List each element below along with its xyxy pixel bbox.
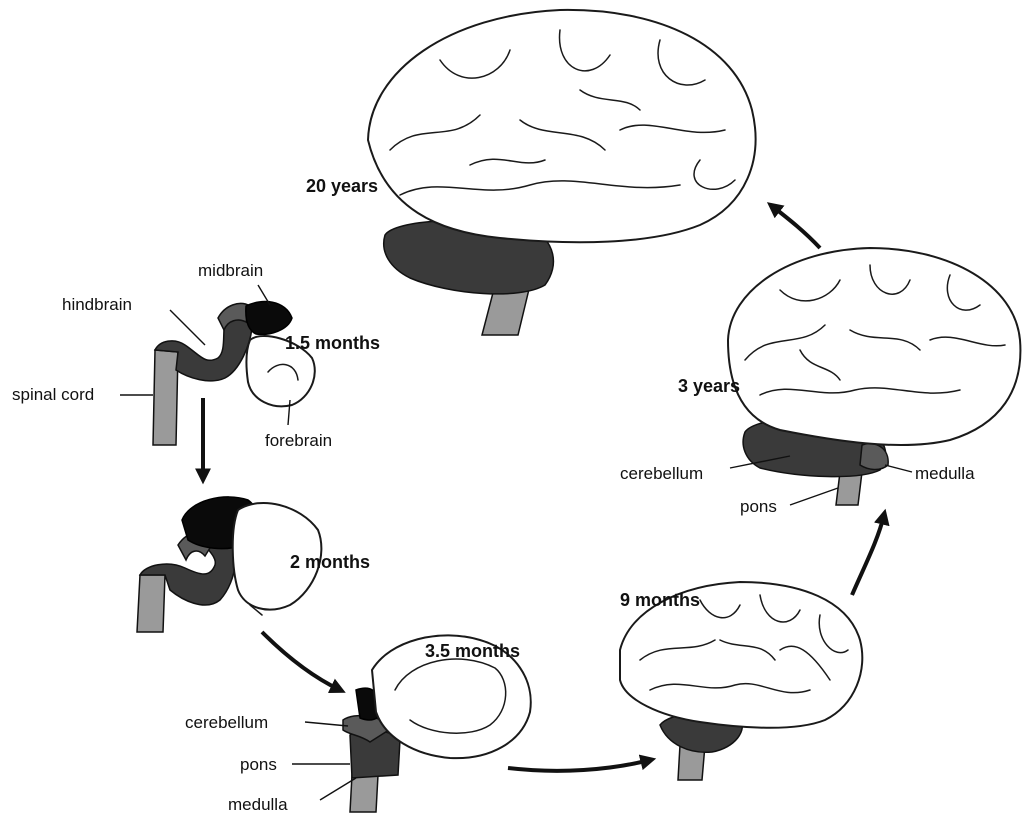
- label-cerebellum-3-years: cerebellum: [620, 464, 703, 483]
- cerebrum-6: [368, 10, 756, 242]
- label-spinal-cord: spinal cord: [12, 385, 94, 404]
- brain-stage-1-5-months: [120, 285, 315, 445]
- label-forebrain: forebrain: [265, 431, 332, 450]
- stage-label-9-months: 9 months: [620, 590, 700, 610]
- label-medulla-3-years: medulla: [915, 464, 975, 483]
- label-midbrain: midbrain: [198, 261, 263, 280]
- label-pons-3-years: pons: [740, 497, 777, 516]
- brain-stage-9-months: [620, 582, 862, 780]
- midbrain-1: [246, 302, 292, 335]
- stage-label-20-years: 20 years: [306, 176, 378, 196]
- stage-label-2-months: 2 months: [290, 552, 370, 572]
- stage-label-1-5-months: 1.5 months: [285, 333, 380, 353]
- brain-stage-20-years: [368, 10, 756, 335]
- spinal-cord-3: [350, 775, 378, 812]
- spinal-cord-2: [137, 575, 165, 632]
- label-cerebellum-3-5-months: cerebellum: [185, 713, 268, 732]
- label-medulla-3-5-months: medulla: [228, 795, 288, 814]
- brain-stage-3-years: [728, 248, 1020, 505]
- label-hindbrain: hindbrain: [62, 295, 132, 314]
- arrow-3-to-4: [508, 760, 650, 771]
- stage-label-3-years: 3 years: [678, 376, 740, 396]
- arrow-5-to-6: [772, 206, 820, 248]
- stage-label-3-5-months: 3.5 months: [425, 641, 520, 661]
- cerebrum-5: [728, 248, 1020, 445]
- spinal-cord-1: [153, 350, 178, 445]
- arrow-2-to-3: [262, 632, 340, 690]
- brain-stage-3-5-months: [292, 635, 531, 812]
- label-pons-3-5-months: pons: [240, 755, 277, 774]
- arrow-4-to-5: [852, 515, 884, 595]
